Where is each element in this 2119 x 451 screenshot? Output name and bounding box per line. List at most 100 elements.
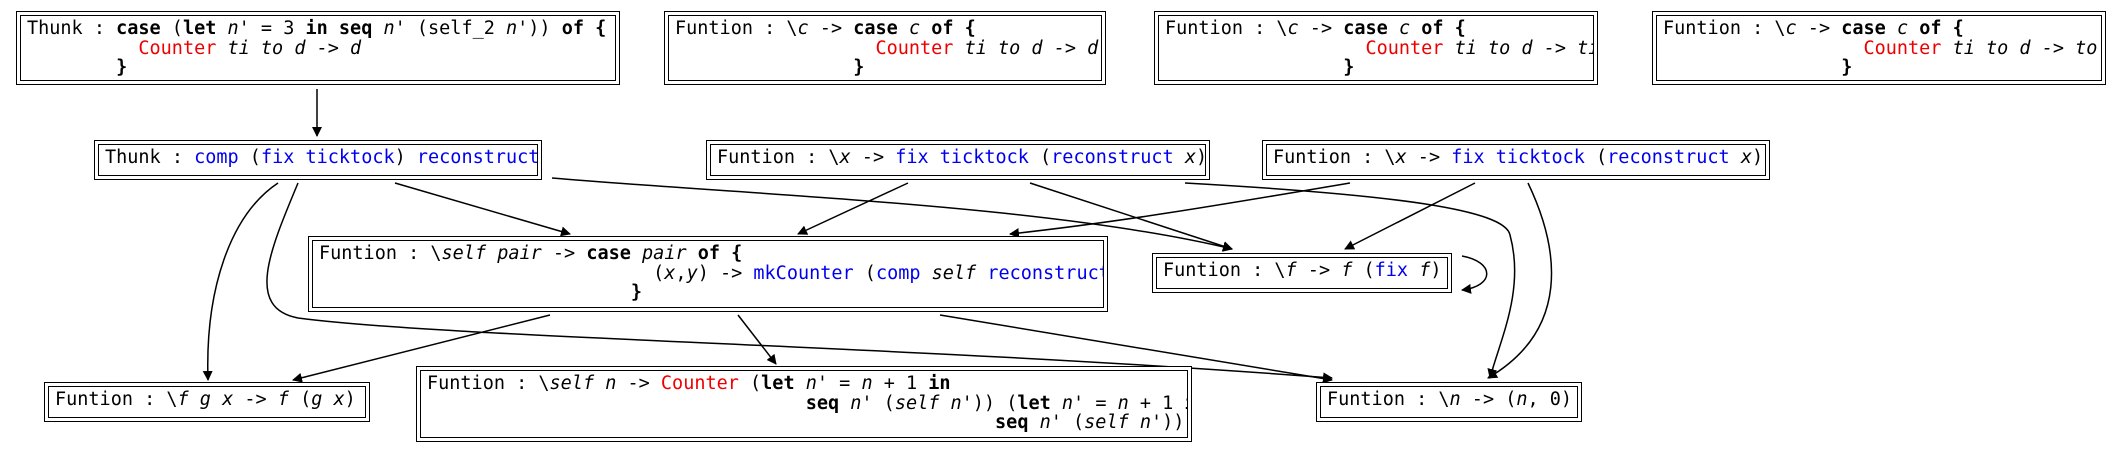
label-segment: } [1343, 57, 1355, 78]
label-segment: + 1 [872, 373, 929, 394]
label-line: Funtion : \x -> fix ticktock (reconstruc… [1273, 147, 1763, 168]
label-line: Funtion : \f g x -> f (g x) [55, 390, 359, 410]
label-segment: -> [1796, 18, 1842, 39]
label-segment: ti to d -> ti [1454, 37, 1594, 59]
edge-n8-n10 [292, 314, 551, 383]
label-segment: seq [805, 392, 840, 414]
label-segment: reconstruct [1051, 147, 1174, 168]
label-segment: = 3 [249, 18, 306, 39]
label-segment: case [853, 18, 898, 39]
label-segment: c [1785, 18, 1797, 39]
label-segment: } [1841, 57, 1853, 78]
label-segment [1663, 57, 1841, 78]
label-line: Counter ti to d -> d [27, 37, 609, 59]
label-segment: Thunk : [27, 18, 117, 39]
label-segment: ( [1061, 412, 1085, 433]
label-segment: n' [383, 18, 406, 39]
label-segment [319, 282, 631, 303]
label-segment [216, 18, 227, 39]
label-segment: c [908, 18, 921, 39]
label-segment: let [182, 18, 217, 39]
label-segment: ( [738, 373, 762, 394]
label-line: Funtion : \x -> fix ticktock (reconstruc… [717, 147, 1205, 168]
label-segment: pair [642, 243, 687, 264]
edge-n6-n9 [1029, 182, 1233, 251]
label-segment: fix ticktock [895, 147, 1029, 168]
edge-n6-n8 [797, 182, 909, 235]
label-segment [953, 38, 964, 59]
label-segment [1941, 38, 1952, 59]
label-line: Funtion : \c -> case c of { [1663, 19, 2095, 39]
label-segment: c [1896, 18, 1909, 39]
label-segment [27, 57, 116, 78]
label-segment: Funtion : \ [319, 243, 442, 264]
label-segment: Counter [875, 37, 954, 59]
label-segment: ( [1352, 260, 1375, 281]
label-segment: ) [1196, 147, 1205, 168]
label-segment: of { [697, 243, 743, 264]
label-segment: Counter [1863, 37, 1942, 59]
label-segment [1165, 57, 1343, 78]
node-case-counter-d: Funtion : \c -> case c of { Counter ti t… [664, 11, 1106, 85]
label-segment: ) -> [697, 262, 754, 284]
label-segment: } [116, 57, 128, 78]
label-segment: -> [541, 243, 587, 264]
label-segment: fix ticktock [1451, 147, 1585, 168]
label-segment: of { [1919, 18, 1964, 39]
label-segment: ) [1430, 260, 1442, 281]
node-fix-ticktock-reconstruct-b: Funtion : \x -> fix ticktock (reconstruc… [1262, 140, 1770, 180]
label-line: } [27, 58, 609, 78]
node-self-pair-mkcounter: Funtion : \self pair -> case pair of { (… [308, 236, 1108, 312]
label-line: seq n' (self n')) (let n' = n + 1 in [427, 392, 1187, 414]
label-segment: case [116, 18, 161, 39]
label-segment: c [1287, 18, 1299, 39]
label-segment: in [928, 373, 951, 394]
label-segment: Counter [1365, 37, 1444, 59]
label-segment: n' [805, 373, 829, 394]
label-segment [631, 243, 642, 264]
edge-n7-n9 [1344, 182, 1476, 250]
label-segment [795, 373, 806, 394]
label-segment: fix ticktock [260, 147, 395, 168]
label-segment: -> [616, 373, 661, 394]
label-segment [1908, 18, 1919, 39]
label-segment: ( [160, 18, 183, 39]
label-segment: of { [931, 18, 976, 39]
label-segment: -> [1406, 147, 1452, 168]
label-segment [675, 57, 853, 78]
label-line: (x,y) -> mkCounter (comp self reconstruc… [319, 262, 1103, 284]
label-segment: comp [875, 262, 921, 284]
label-segment: Funtion : \ [1327, 389, 1450, 410]
label-segment [1174, 147, 1185, 168]
label-segment: fix [1374, 260, 1409, 281]
label-segment [976, 263, 987, 284]
label-segment [675, 38, 875, 59]
label-segment: let [761, 373, 795, 394]
label-segment: comp [194, 147, 239, 168]
label-segment: ) [344, 389, 356, 410]
label-segment: case [586, 243, 631, 264]
label-segment: Funtion : \ [427, 373, 550, 394]
node-thunk-case-counter-d: Thunk : case (let n' = 3 in seq n' (self… [16, 11, 620, 85]
label-segment: mkCounter [753, 262, 854, 284]
label-segment: Funtion : \ [1165, 18, 1288, 39]
label-segment: self [931, 262, 977, 284]
node-case-counter-to: Funtion : \c -> case c of { Counter ti t… [1652, 11, 2106, 85]
label-segment: Funtion : \ [717, 147, 840, 168]
label-segment: n' [506, 18, 529, 39]
label-segment: -> [850, 147, 896, 168]
label-line: Funtion : \self pair -> case pair of { [319, 244, 1097, 264]
label-segment: = [1084, 392, 1118, 414]
label-segment [427, 393, 806, 414]
edge-n6-n12 [1184, 182, 1516, 379]
label-segment [839, 393, 850, 414]
label-segment [372, 18, 383, 39]
label-line: Thunk : comp (fix ticktock) reconstruct [105, 147, 537, 168]
label-segment: (self_2 [405, 18, 506, 39]
label-segment [1410, 18, 1421, 39]
label-segment: ti to d -> d [227, 37, 362, 59]
label-segment: } [853, 57, 865, 78]
label-segment: ( [1584, 147, 1608, 168]
label-segment [1663, 38, 1863, 59]
label-segment: -> [1296, 260, 1342, 281]
